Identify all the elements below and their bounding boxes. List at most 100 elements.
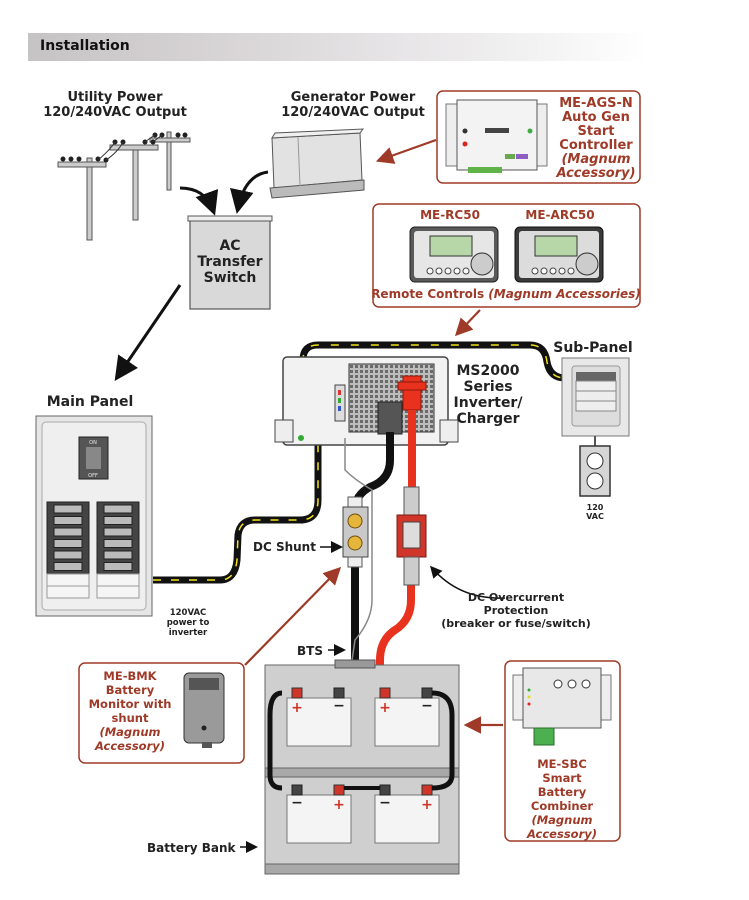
bmk-model: ME-BMK [103,669,157,683]
battery: +− [374,687,440,747]
plus-sign: + [333,797,345,813]
bmk-desc-line5: (Magnum [99,725,160,739]
switch-to-main-panel-arrow [114,284,182,381]
bmk-to-shunt-arrow [244,566,342,666]
minus-sign: − [291,795,303,811]
branch-breaker [53,550,83,560]
positive-terminal [421,784,433,796]
plus-sign: + [291,700,303,716]
ac-input-cable [153,420,322,584]
ac-transfer-switch: AC Transfer Switch [114,215,273,381]
ac-output-cable [299,341,566,383]
dc-shunt-label: DC Shunt [253,540,316,554]
dc-overcurrent-line1: DC Overcurrent [468,591,564,604]
generator: Generator Power 120/240VAC Output [230,90,425,214]
bmk-desc-line4: shunt [112,711,149,725]
dc-shunt [342,496,369,568]
minus-sign: − [379,795,391,811]
dc-overcurrent-device [396,486,427,586]
bts-wire [344,438,373,689]
remote-controls-callout: ME-RC50 ME-ARC50 Remote Controls (Magnum… [371,203,641,337]
battery: +− [286,687,352,747]
arc50-remote-icon [514,226,604,283]
main-breaker-on: ON [89,440,97,446]
sub-panel-title: Sub-Panel [553,340,632,356]
transfer-switch-line2: Transfer [197,254,262,270]
ags-callout: ME-AGS-N Auto Gen Start Controller (Magn… [375,90,641,184]
utility-to-switch-arrow [179,186,219,216]
inverter-charger: MS2000 Series Inverter/ Charger [274,356,524,446]
inverter-label-line3: Inverter/ [454,395,524,411]
generator-label-line2: 120/240VAC Output [281,105,425,120]
ags-to-generator-arrow [375,138,437,164]
sbc-desc-line6: Accessory) [526,827,597,841]
positive-terminal [291,687,303,699]
branch-breaker [103,527,133,537]
inverter-negative-terminal [377,401,403,435]
battery: +− [374,784,440,844]
rc50-remote-icon [409,226,499,283]
remote-controls-caption: Remote Controls (Magnum Accessories) [371,287,641,301]
ags-desc-line6: Accessory) [555,166,635,181]
ac-outlet: 120 VAC [579,445,611,521]
ags-controller-icon [445,99,548,173]
dc-positive-cable [376,410,416,690]
branch-breaker [53,504,83,514]
bmk-desc-line3: Monitor with [89,697,172,711]
battery: +− [286,784,352,844]
transfer-switch-line3: Switch [204,270,257,286]
branch-breaker [53,516,83,525]
section-header: Installation [28,33,648,61]
battery-interconnect-cable [431,690,455,791]
bts-label: BTS [297,644,323,658]
outlet-voltage-line1: 120 [587,503,604,512]
remote-arc50-label: ME-ARC50 [525,208,594,222]
negative-terminal [421,687,433,699]
remotes-to-inverter-arrow [454,309,481,337]
branch-breaker [53,527,83,537]
branch-breaker [103,562,133,571]
ags-model: ME-AGS-N [559,96,633,111]
sbc-callout: ME-SBC Smart Battery Combiner (Magnum Ac… [504,660,621,842]
negative-terminal [291,784,303,796]
utility-label-line2: 120/240VAC Output [43,105,187,120]
inverter-label-line1: MS2000 [457,363,520,379]
negative-terminal [379,784,391,796]
negative-terminal [333,687,345,699]
branch-breaker [103,550,133,560]
transfer-switch-line1: AC [219,238,240,254]
utility-poles-icon [57,131,191,241]
ags-desc-line2: Auto Gen [562,110,630,125]
minus-sign: − [333,698,345,714]
remote-caption-plain: Remote Controls [371,287,488,301]
inverter-label-line4: Charger [456,411,519,427]
branch-breaker [103,504,133,514]
ac-feed-line2: power to [167,618,210,628]
sbc-desc-line4: Combiner [531,799,593,813]
ags-desc-line3: Start [578,124,615,139]
generator-icon [269,128,365,199]
battery-combiner-icon [512,667,612,746]
bmk-callout: ME-BMK Battery Monitor with shunt (Magnu… [78,662,245,764]
remote-caption-italic: (Magnum Accessories) [488,287,641,301]
dc-overcurrent-line3: (breaker or fuse/switch) [441,617,591,630]
plus-sign: + [421,797,433,813]
main-breaker-off: OFF [88,473,98,479]
generator-label-line1: Generator Power [291,90,416,105]
overcurrent-pointer [430,565,506,599]
sbc-model: ME-SBC [537,757,587,771]
sbc-desc-line2: Smart [542,771,582,785]
main-breaker-switch: ON OFF [78,436,109,480]
bmk-desc-line6: Accessory) [94,739,165,753]
positive-terminal [379,687,391,699]
branch-breaker [103,539,133,548]
remote-rc50-label: ME-RC50 [420,208,480,222]
outlet-voltage-line2: VAC [586,512,604,521]
positive-terminal [333,784,345,796]
plus-sign: + [379,700,391,716]
branch-breakers [46,501,140,575]
ags-desc-line5: (Magnum [561,152,630,167]
ac-feed-line1: 120VAC [170,608,207,618]
utility-power: Utility Power 120/240VAC Output [43,90,219,241]
